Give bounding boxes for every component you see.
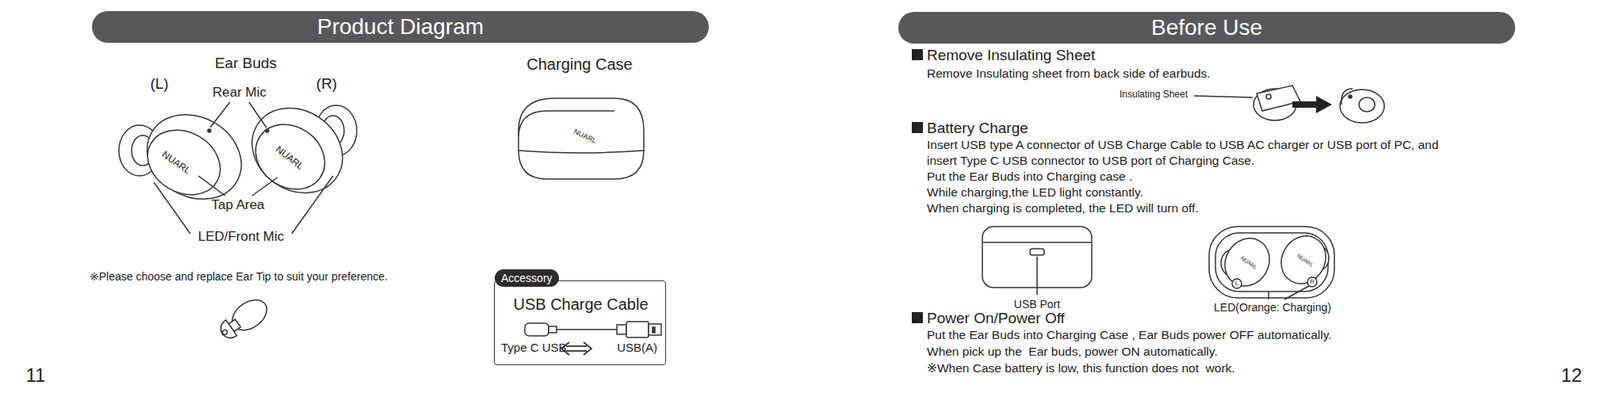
bullet-square: [911, 49, 923, 61]
bullet-square: [911, 312, 923, 324]
side-mark: (L): [149, 75, 169, 93]
charging-case-drawing: [518, 98, 644, 180]
leader-line: [252, 177, 278, 196]
box-text: USB Charge Cable: [512, 295, 648, 314]
body-text: When charging is completed, the LED will…: [926, 201, 1199, 216]
ear-tip-drawing: [214, 294, 272, 345]
part-name: Insulating Sheet: [1119, 89, 1188, 101]
accessory-tag: Accessory: [494, 269, 559, 288]
ear-buds-drawing: [118, 91, 360, 234]
box-text: USB(A): [616, 340, 658, 355]
leader-line: [1267, 291, 1270, 300]
side-mark: R: [1309, 278, 1315, 286]
leader-line: [1194, 95, 1253, 98]
case-open-drawing: [1209, 226, 1335, 300]
bullet-square: [911, 122, 923, 134]
logo-text: NUARL: [1295, 252, 1315, 269]
side-mark: (R): [316, 75, 337, 93]
box-text: Accessory: [501, 271, 553, 285]
body-text: Remove Insulating sheet from back side o…: [926, 66, 1211, 81]
section-heading: Remove Insulating Sheet: [926, 46, 1095, 65]
leader-line: [1036, 256, 1038, 295]
body-text: When pick up the Ear buds, power ON auto…: [926, 344, 1218, 360]
part-name: LED(Orange: Charging): [1213, 301, 1332, 314]
body-text: Insert USB type A connector of USB Charg…: [926, 137, 1439, 153]
body-text: ※When Case battery is low, this function…: [926, 361, 1236, 376]
note-text: ※Please choose and replace Ear Tip to su…: [89, 270, 388, 284]
leader-line: [210, 102, 230, 128]
header-band: Before Use: [898, 11, 1516, 44]
group-title: Ear Buds: [214, 54, 277, 73]
logo-text: NUARL: [572, 127, 598, 146]
body-text: insert Type C USB connector to USB port …: [926, 153, 1255, 169]
section-heading: Battery Charge: [926, 119, 1029, 138]
leader-line: [291, 176, 334, 234]
logo-text: NUARL: [1239, 255, 1259, 272]
usb-cable-drawing: [524, 321, 662, 338]
section-heading: Power On/Power Off: [926, 310, 1065, 328]
page-number: 12: [1561, 364, 1583, 387]
page-number: 11: [26, 364, 46, 387]
case-front-drawing: [982, 226, 1092, 295]
body-text: Put the Ear Buds into Charging Case , Ea…: [926, 328, 1333, 343]
part-name: Tap Area: [210, 197, 265, 214]
insulating-sheet-drawing: [1194, 85, 1385, 123]
header-title: Product Diagram: [317, 14, 484, 40]
leader-line: [198, 176, 226, 196]
header-band: Product Diagram: [91, 11, 709, 43]
body-text: Put the Ear Buds into Charging case .: [926, 169, 1133, 184]
group-title: Charging Case: [526, 55, 632, 74]
part-name: USB Port: [1014, 298, 1061, 311]
leader-line: [248, 102, 267, 128]
leader-line: [153, 182, 191, 234]
leader-line: [1284, 286, 1310, 300]
logo-text: NUARL: [273, 144, 307, 173]
logo-text: NUARL: [159, 149, 192, 178]
accessory-box: USB Charge CableType C USB USB(A): [493, 280, 667, 366]
side-mark: L: [1235, 279, 1239, 288]
header-title: Before Use: [1151, 15, 1263, 41]
part-name: Rear Mic: [212, 84, 267, 101]
body-text: While charging,the LED light constantly.: [926, 185, 1144, 200]
part-name: LED/Front Mic: [198, 229, 285, 245]
box-text: Type C USB: [501, 340, 567, 355]
